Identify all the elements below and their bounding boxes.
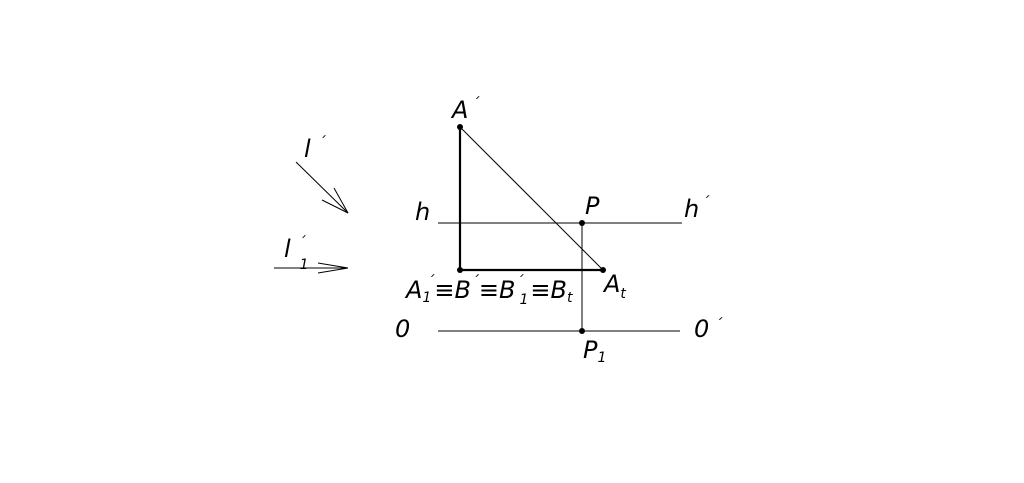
point-a-prime — [457, 124, 463, 130]
point-at — [600, 267, 606, 273]
point-p — [579, 220, 585, 226]
label-a-t: At — [602, 270, 626, 302]
label-h: h — [415, 198, 430, 226]
label-l-prime: l´ — [304, 135, 327, 163]
point-a1 — [457, 267, 463, 273]
label-0-prime: 0´ — [694, 315, 723, 343]
label-p1: P1 — [583, 336, 606, 366]
segment-a-prime-at — [459, 126, 604, 271]
label-0: 0 — [395, 315, 410, 343]
point-p1 — [579, 328, 585, 334]
label-a-prime: A´ — [450, 96, 480, 124]
arrow-l-prime — [295, 161, 349, 214]
label-combined-points: A1´≡B´≡B´1≡Bt — [404, 274, 573, 308]
label-p: P — [585, 192, 600, 220]
label-l1-prime: l´1 — [284, 235, 309, 273]
arrow-l1-prime — [274, 262, 349, 274]
label-h-prime: h´ — [684, 195, 710, 223]
